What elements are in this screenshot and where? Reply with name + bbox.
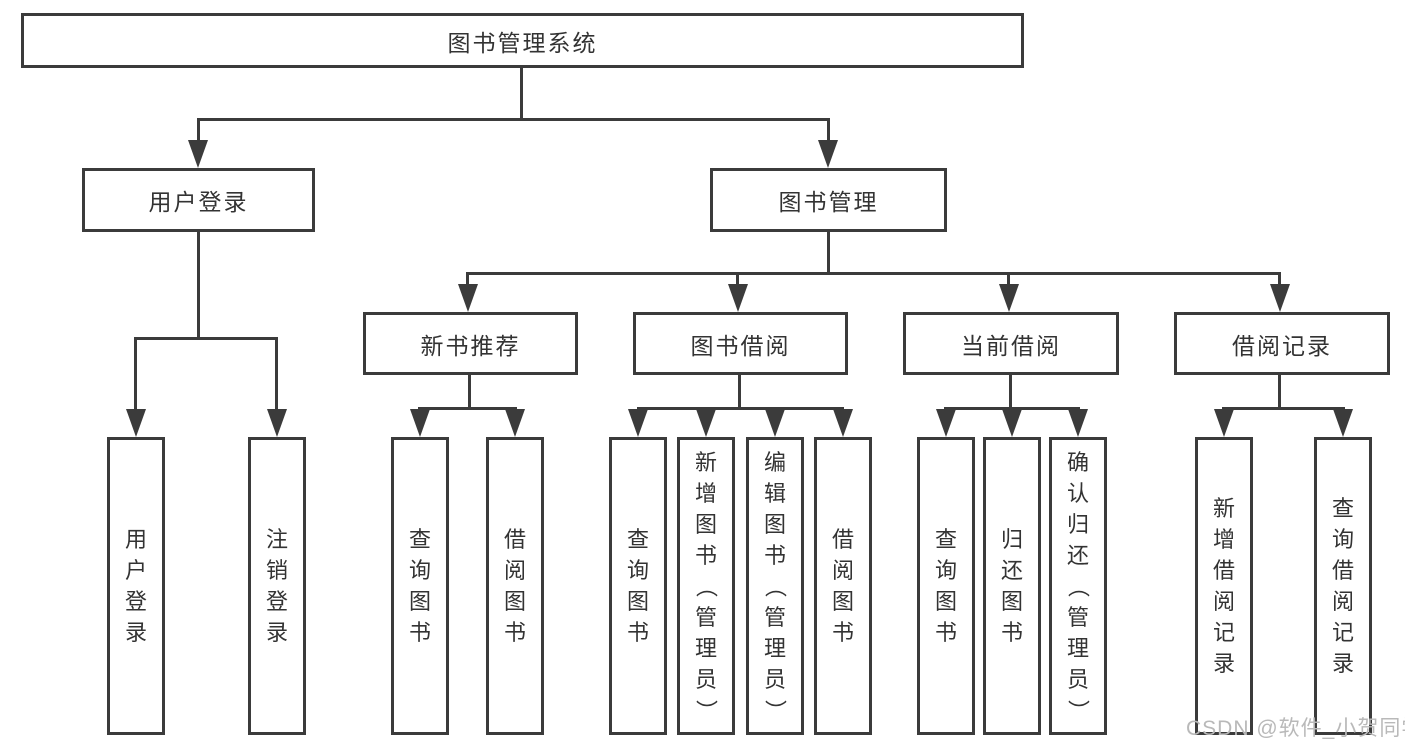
arrowhead-down-icon [126, 409, 146, 437]
arrowhead-down-icon [410, 409, 430, 437]
leaf-add-borrow-record: 新增借阅记录 [1195, 437, 1253, 735]
arrowhead-down-icon [999, 284, 1019, 312]
node-label: 新书推荐 [420, 332, 521, 359]
leaf-query-borrow-record: 查询借阅记录 [1314, 437, 1372, 735]
connector-branch [1222, 407, 1345, 410]
connector-stub [1009, 375, 1012, 407]
arrowhead-down-icon [1270, 284, 1290, 312]
connector-user-login-stub [197, 232, 200, 337]
arrowhead-down-icon [628, 409, 648, 437]
node-label: 当前借阅 [961, 332, 1061, 359]
leaf-borrow-books: 借阅图书 [486, 437, 544, 735]
leaf-borrow-books: 借阅图书 [814, 437, 872, 735]
arrowhead-down-icon [728, 284, 748, 312]
arrowhead-down-icon [1214, 409, 1234, 437]
connector-book-mgmt-branch [466, 272, 1281, 275]
leaf-query-books: 查询图书 [609, 437, 667, 735]
connector-root-branch [197, 118, 830, 121]
node-new-book-recommend: 新书推荐 [363, 312, 578, 375]
leaf-query-books: 查询图书 [917, 437, 975, 735]
arrowhead-down-icon [818, 140, 838, 168]
node-root-library-system: 图书管理系统 [21, 13, 1024, 68]
arrowhead-down-icon [267, 409, 287, 437]
node-borrow-records: 借阅记录 [1174, 312, 1390, 375]
node-label: 图书借阅 [690, 332, 791, 359]
connector-stem-current-borrow [1007, 272, 1010, 285]
leaf-return-books: 归还图书 [983, 437, 1041, 735]
node-label: 图书管理系统 [447, 29, 598, 56]
connector-stub [468, 375, 471, 407]
arrowhead-down-icon [188, 140, 208, 168]
leaf-user-login: 用户登录 [107, 437, 165, 735]
node-book-management: 图书管理 [710, 168, 947, 232]
arrowhead-down-icon [936, 409, 956, 437]
node-label: 图书管理 [778, 189, 879, 215]
leaf-edit-books-admin: 编辑图书（管理员） [746, 437, 804, 735]
connector-stem-leaf [134, 337, 137, 410]
connector-branch [944, 407, 1080, 410]
arrowhead-down-icon [833, 409, 853, 437]
connector-branch [418, 407, 517, 410]
arrowhead-down-icon [1333, 409, 1353, 437]
node-label: 用户登录 [148, 189, 249, 215]
leaf-query-books: 查询图书 [391, 437, 449, 735]
node-current-borrowing: 当前借阅 [903, 312, 1119, 375]
arrowhead-down-icon [1002, 409, 1022, 437]
connector-stem-borrow-records [1278, 272, 1281, 285]
node-label: 借阅记录 [1232, 332, 1332, 359]
connector-book-mgmt-stub [827, 232, 830, 272]
arrowhead-down-icon [765, 409, 785, 437]
connector-stem-leaf [275, 337, 278, 410]
connector-stub [738, 375, 741, 407]
connector-stem-user-login [197, 118, 200, 142]
connector-stem-book-borrow [736, 272, 739, 285]
connector-user-login-branch [134, 337, 278, 340]
connector-stub [1278, 375, 1281, 407]
leaf-logout: 注销登录 [248, 437, 306, 735]
connector-branch [637, 407, 844, 410]
arrowhead-down-icon [696, 409, 716, 437]
node-user-login: 用户登录 [82, 168, 315, 232]
arrowhead-down-icon [505, 409, 525, 437]
connector-root-stub [520, 68, 523, 118]
arrowhead-down-icon [458, 284, 478, 312]
leaf-confirm-return-admin: 确认归还（管理员） [1049, 437, 1107, 735]
connector-stem-new-books [466, 272, 469, 285]
arrowhead-down-icon [1068, 409, 1088, 437]
connector-stem-book-mgmt [827, 118, 830, 142]
leaf-add-books-admin: 新增图书（管理员） [677, 437, 735, 735]
node-book-borrowing: 图书借阅 [633, 312, 848, 375]
csdn-watermark: CSDN @软件_小贺同学 [1186, 717, 1405, 740]
